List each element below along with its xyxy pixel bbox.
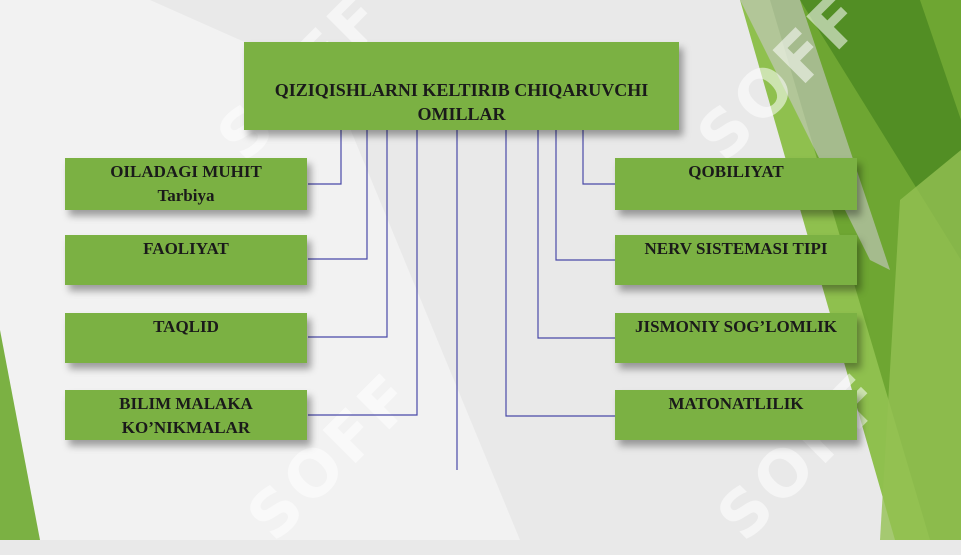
factor-label: NERV SISTEMASI TIPI bbox=[644, 239, 828, 258]
connector-lines bbox=[308, 120, 615, 470]
factor-box-left: OILADAGI MUHIT Tarbiya bbox=[65, 158, 307, 210]
factor-box-right: JISMONIY SOG’LOMLIK bbox=[615, 313, 857, 363]
connector-right-2 bbox=[555, 120, 615, 261]
connector-left-3 bbox=[308, 120, 388, 338]
factor-sublabel: Tarbiya bbox=[157, 186, 215, 205]
connector-right-1 bbox=[582, 120, 615, 185]
connector-left-2 bbox=[308, 120, 368, 260]
title-line-2: OMILLAR bbox=[417, 104, 506, 124]
factor-box-right: QOBILIYAT bbox=[615, 158, 857, 210]
factor-box-right: NERV SISTEMASI TIPI bbox=[615, 235, 857, 285]
factor-label: JISMONIY SOG’LOMLIK bbox=[635, 317, 837, 336]
connector-left-4 bbox=[308, 120, 418, 416]
factor-label: TAQLID bbox=[153, 317, 219, 336]
connector-right-3 bbox=[537, 120, 615, 339]
factor-box-right: MATONATLILIK bbox=[615, 390, 857, 440]
title-box: QIZIQISHLARNI KELTIRIB CHIQARUVCHI OMILL… bbox=[244, 42, 679, 130]
connector-right-4 bbox=[505, 120, 615, 417]
factor-label: MATONATLILIK bbox=[668, 394, 804, 413]
connector-left-1 bbox=[308, 120, 342, 185]
factor-box-left: BILIM MALAKA KO’NIKMALAR bbox=[65, 390, 307, 440]
factor-sublabel: KO’NIKMALAR bbox=[121, 418, 251, 437]
factor-label: FAOLIYAT bbox=[143, 239, 229, 258]
factor-box-left: TAQLID bbox=[65, 313, 307, 363]
factor-label: QOBILIYAT bbox=[688, 162, 784, 181]
title-line-1: QIZIQISHLARNI KELTIRIB CHIQARUVCHI bbox=[274, 80, 649, 100]
factor-label: OILADAGI MUHIT bbox=[110, 162, 262, 181]
factor-label: BILIM MALAKA bbox=[119, 394, 253, 413]
factor-box-left: FAOLIYAT bbox=[65, 235, 307, 285]
